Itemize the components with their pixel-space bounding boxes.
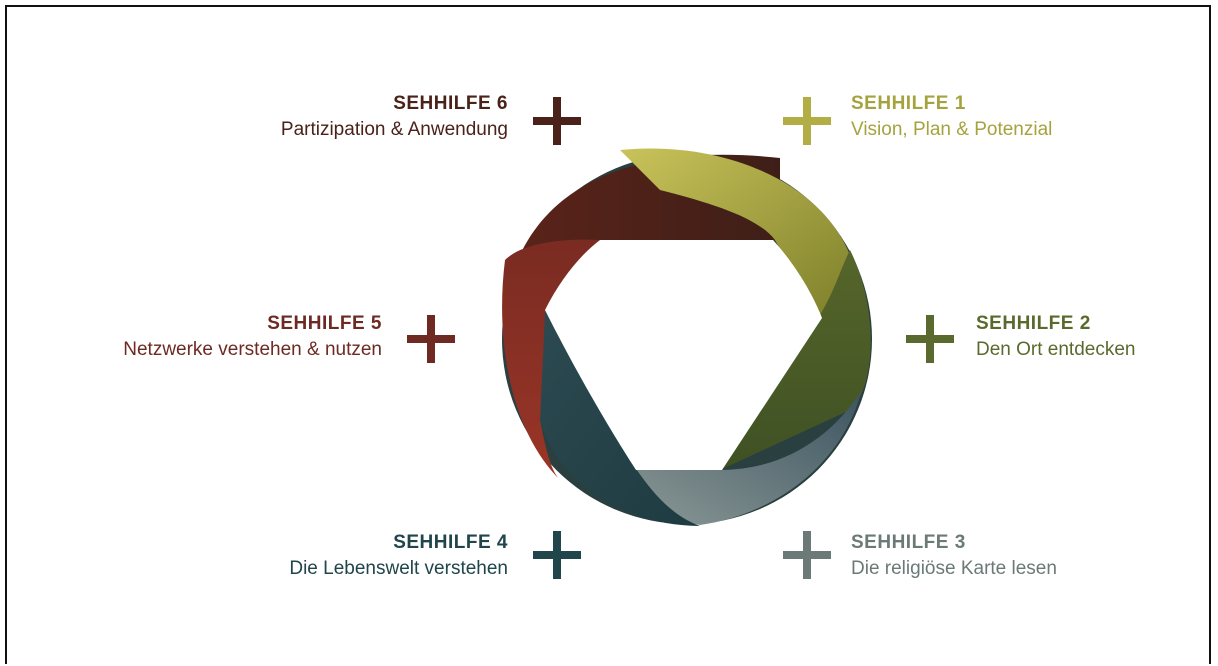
sehhilfe-5: SEHHILFE 5 Netzwerke verstehen & nutzen [123,312,382,362]
sehhilfe-4-title: SEHHILFE 4 [393,532,508,553]
blade-3 [635,390,862,525]
sehhilfe-4: SEHHILFE 4 Die Lebenswelt verstehen [289,531,508,581]
sehhilfe-5-plus-icon [407,315,455,363]
sehhilfe-2-title: SEHHILFE 2 [976,313,1091,334]
blade-1 [620,148,850,320]
sehhilfe-6-title: SEHHILFE 6 [393,93,508,114]
sehhilfe-6-plus-icon [533,97,581,145]
sehhilfe-4-plus-icon [533,531,581,579]
sehhilfe-4-subtitle: Die Lebenswelt verstehen [289,557,508,579]
sehhilfe-2-subtitle: Den Ort entdecken [976,338,1136,360]
sehhilfe-3: SEHHILFE 3 Die religiöse Karte lesen [851,531,1057,581]
sehhilfe-3-subtitle: Die religiöse Karte lesen [851,557,1057,579]
sehhilfe-3-title: SEHHILFE 3 [851,532,966,553]
blade-4 [535,310,700,526]
sehhilfe-1-subtitle: Vision, Plan & Potenzial [851,118,1053,140]
sehhilfe-2: SEHHILFE 2 Den Ort entdecken [976,312,1135,362]
sehhilfe-3-plus-icon [783,531,831,579]
blade-5 [502,239,600,480]
aperture-opening [545,240,822,470]
image-frame [5,5,1211,664]
sehhilfe-1: SEHHILFE 1 Vision, Plan & Potenzial [851,92,1052,142]
sehhilfe-6: SEHHILFE 6 Partizipation & Anwendung [281,92,508,142]
sehhilfe-1-title: SEHHILFE 1 [851,93,966,114]
sehhilfe-2-plus-icon [906,315,954,363]
sehhilfe-1-plus-icon [783,97,831,145]
sehhilfe-6-subtitle: Partizipation & Anwendung [280,118,508,140]
sehhilfe-5-subtitle: Netzwerke verstehen & nutzen [123,338,382,360]
sehhilfe-5-title: SEHHILFE 5 [267,313,382,334]
